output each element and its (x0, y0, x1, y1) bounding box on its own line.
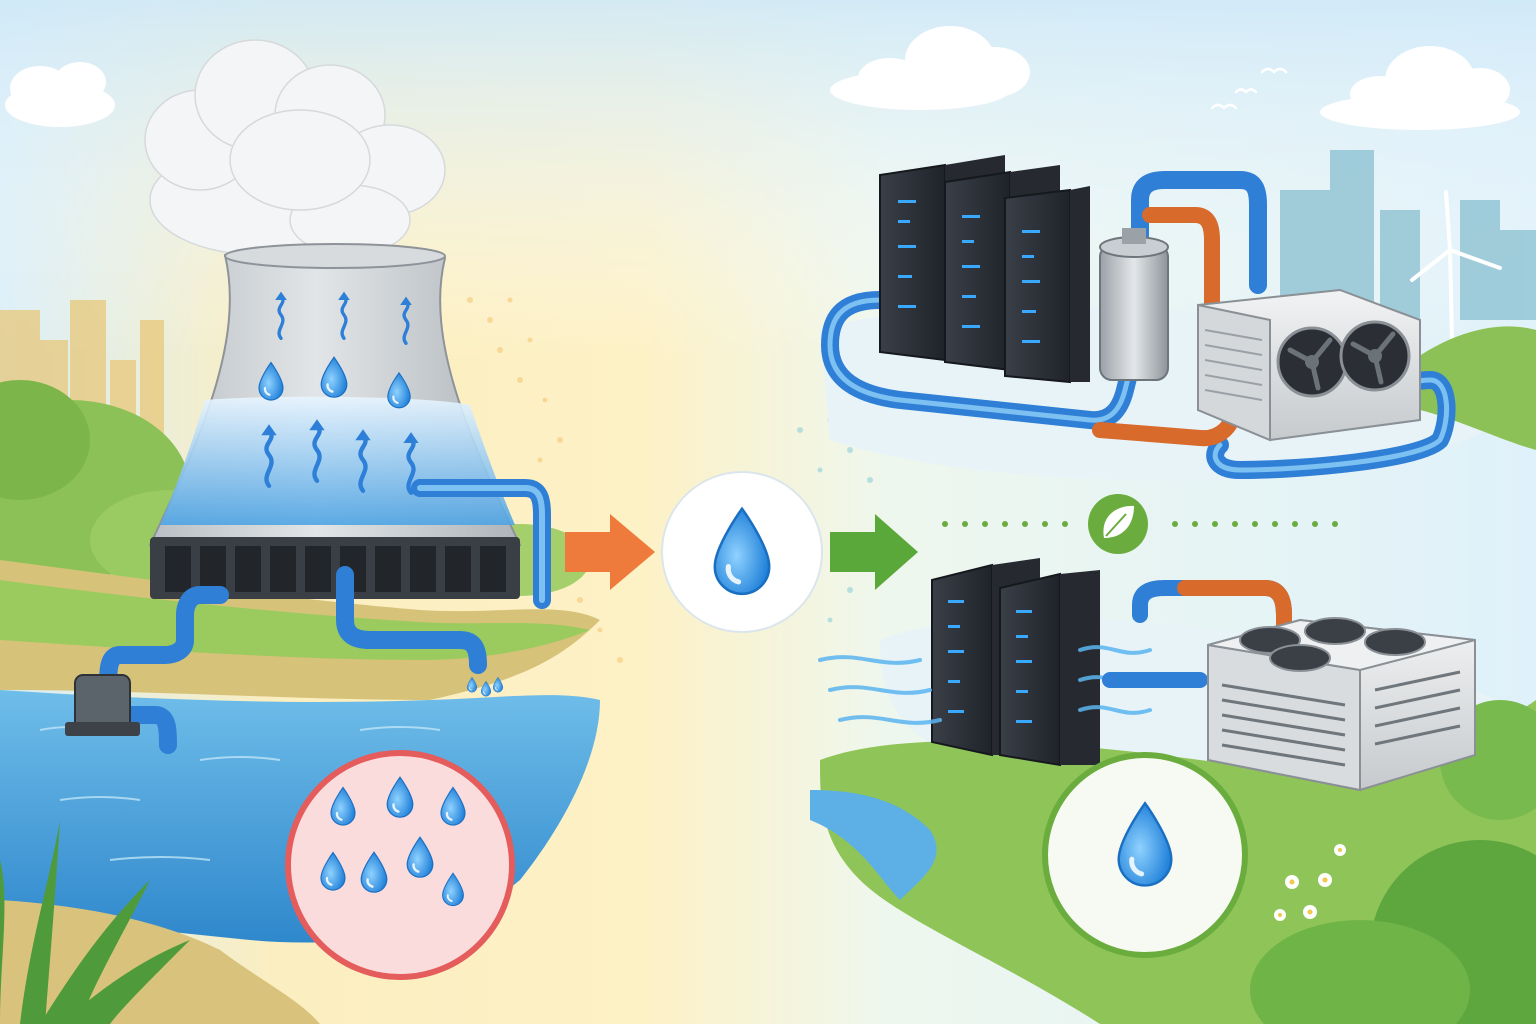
low-water-use-badge (1042, 752, 1248, 958)
tower-pipes (99, 479, 551, 754)
top-cooling-loop (821, 171, 1456, 479)
server-rack-icon (1004, 186, 1090, 384)
green-dotted-divider (942, 521, 1338, 527)
steam-cloud-icon (144, 39, 446, 256)
server-leds (948, 600, 1032, 723)
high-water-use-badge (285, 750, 515, 980)
tower-water-interior (160, 396, 515, 525)
left-foreground-plant (0, 820, 190, 1024)
leaf-icon (1088, 494, 1148, 554)
center-halftone-dots (467, 297, 623, 663)
birds (1210, 67, 1288, 110)
cloud-top-left (5, 62, 115, 127)
wind-turbine-icon (1410, 190, 1502, 342)
server-leds (898, 200, 1040, 343)
right-stream (810, 790, 937, 900)
orange-arrow (565, 514, 655, 590)
coolant-tank (1099, 228, 1169, 381)
cloud-top-right-2 (1320, 46, 1520, 130)
bottom-pipes (1102, 580, 1292, 688)
tower-base-louvers (165, 546, 506, 592)
dry-cooler-icon (1207, 617, 1476, 792)
cloud-top-right-1 (830, 26, 1030, 110)
chiller-unit-icon (1197, 288, 1421, 442)
server-rack-icon (999, 570, 1100, 767)
right-hills (1400, 326, 1536, 450)
green-arrow (830, 514, 918, 590)
water-pump-icon (65, 674, 140, 736)
top-server-racks (879, 155, 1090, 384)
bottom-server-racks (931, 558, 1100, 767)
